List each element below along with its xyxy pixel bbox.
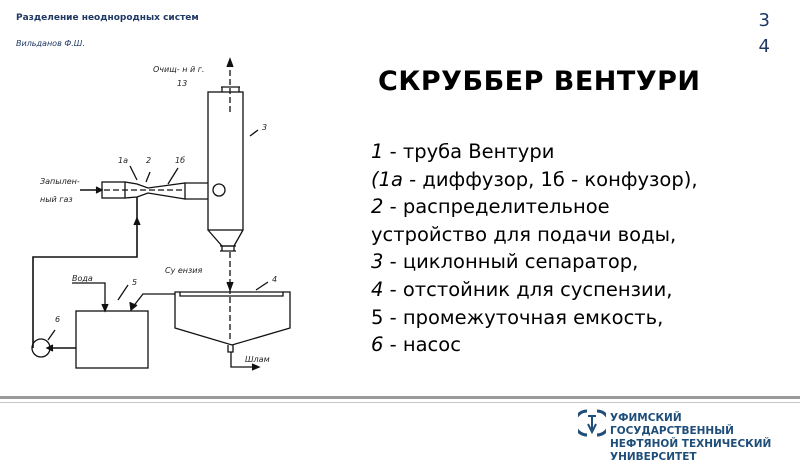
slide-title: СКРУББЕР ВЕНТУРИ: [378, 66, 701, 97]
footer-divider: [0, 402, 800, 403]
list-item: устройство для подачи воды,: [371, 222, 677, 246]
label-suspension: Су ензия: [165, 266, 202, 275]
list-item: 4 - отстойник для суспензии,: [371, 277, 673, 301]
university-name: УФИМСКИЙ ГОСУДАРСТВЕННЫЙ НЕФТЯНОЙ ТЕХНИЧ…: [610, 412, 800, 464]
university-logo-icon: [578, 409, 606, 437]
page-number-digit: 4: [758, 36, 770, 57]
label-1b: 1б: [175, 156, 185, 165]
university-name-line: НЕФТЯНОЙ ТЕХНИЧЕСКИЙ УНИВЕРСИТЕТ: [610, 438, 772, 463]
list-item: (1а - диффузор, 1б - конфузор),: [371, 167, 698, 191]
list-item: 5 - промежуточная емкость,: [371, 305, 664, 329]
label-clean-gas: Очищ- н й г.: [153, 65, 204, 74]
label-6: 6: [55, 315, 60, 324]
legend-list: 1 - труба Вентури (1а - диффузор, 1б - к…: [371, 138, 698, 359]
label-dusty-gas: Запылен-: [40, 177, 80, 186]
label-sludge: Шлам: [245, 355, 270, 364]
label-2: 2: [146, 156, 151, 165]
label-13: 13: [177, 79, 187, 88]
settler: [174, 291, 291, 346]
list-item: 6 - насос: [371, 333, 461, 357]
label-water: Вода: [72, 274, 93, 283]
venturi-scrubber-diagram: Очищ- н й г. 13 Запылен- ный газ 1а 2 1б…: [31, 57, 291, 371]
label-1a: 1а: [118, 156, 128, 165]
cyclone-separator: [207, 91, 244, 231]
label-dusty-gas-2: ный газ: [40, 195, 73, 204]
intermediate-tank: [75, 310, 149, 369]
label-3: 3: [262, 123, 267, 132]
footer-divider: [0, 396, 800, 399]
label-5: 5: [132, 278, 137, 287]
section-title: Разделение неоднородных систем: [16, 13, 199, 23]
author: Вильданов Ф.Ш.: [16, 39, 85, 48]
list-item: 2 - распределительное: [371, 195, 610, 219]
university-name-line: УФИМСКИЙ ГОСУДАРСТВЕННЫЙ: [610, 412, 734, 437]
list-item: 3 - циклонный сепаратор,: [371, 250, 639, 274]
list-item: 1 - труба Вентури: [371, 140, 555, 163]
label-4: 4: [272, 275, 277, 284]
page-number-digit: 3: [758, 10, 770, 31]
